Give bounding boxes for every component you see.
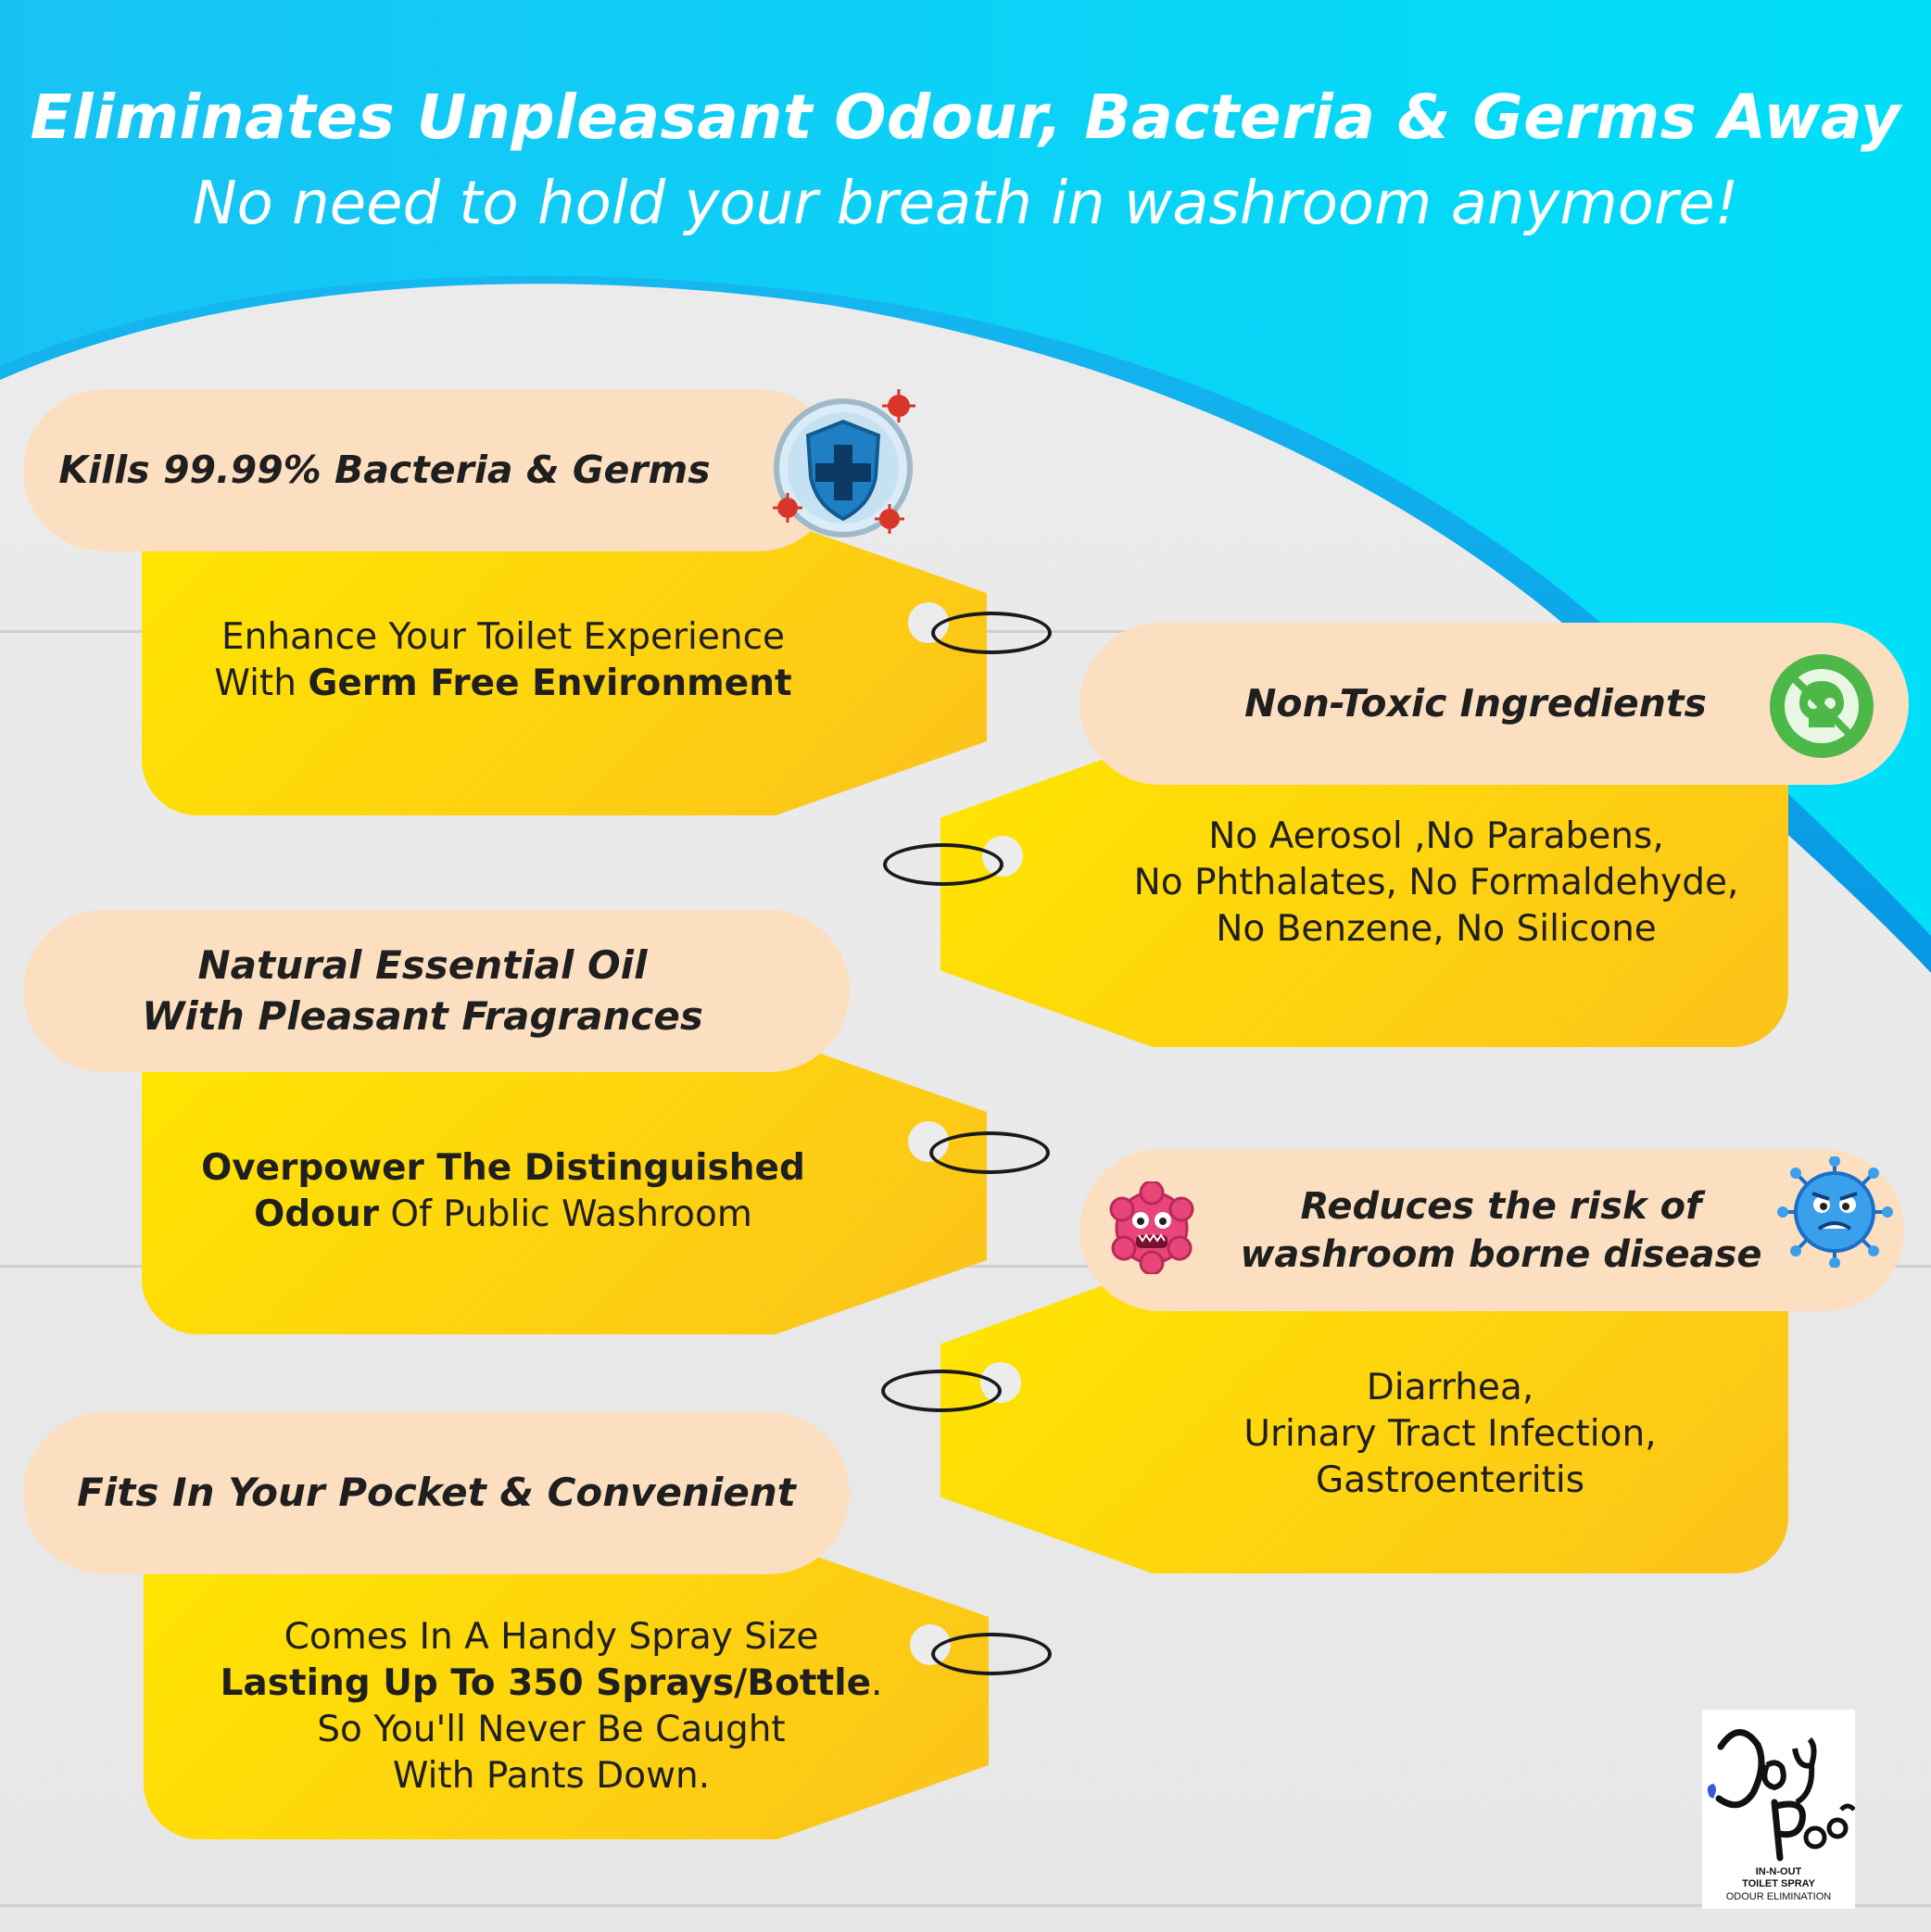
feature-description: Overpower The Distinguished Odour Of Pub… bbox=[142, 1145, 865, 1238]
desc-bold-text: Overpower The Distinguished bbox=[201, 1147, 805, 1189]
feature-heading: Reduces the risk of washroom borne disea… bbox=[1079, 1149, 1904, 1311]
tag-string-ring bbox=[881, 1370, 1002, 1412]
tag-body bbox=[142, 519, 987, 815]
feature-heading-text: Kills 99.99% Bacteria & Germs bbox=[58, 447, 711, 492]
plank-line bbox=[0, 1904, 1931, 1907]
desc-line: No Phthalates, No Formaldehyde, bbox=[1133, 862, 1739, 903]
feature-heading: Kills 99.99% Bacteria & Germs bbox=[23, 389, 839, 551]
desc-line: Enhance Your Toilet Experience bbox=[221, 616, 786, 658]
feature-heading-text: Fits In Your Pocket & Convenient bbox=[77, 1470, 796, 1516]
desc-line: No Benzene, No Silicone bbox=[1216, 908, 1657, 950]
desc-line: Diarrhea, bbox=[1366, 1367, 1534, 1408]
tag-string-ring bbox=[931, 1633, 1052, 1675]
feature-heading-text: With Pleasant Fragrances bbox=[142, 992, 703, 1039]
feature-description: Diarrhea, Urinary Tract Infection, Gastr… bbox=[1093, 1365, 1807, 1504]
logo-tagline: IN-N-OUT bbox=[1755, 1866, 1802, 1877]
tag-string-ring bbox=[883, 843, 1003, 886]
feature-description: Comes In A Handy Spray Size Lasting Up T… bbox=[176, 1614, 927, 1799]
tag-body bbox=[940, 741, 1788, 1047]
tag-body bbox=[940, 1268, 1788, 1573]
feature-description: No Aerosol ,No Parabens, No Phthalates, … bbox=[1079, 814, 1793, 953]
desc-line: So You'll Never Be Caught bbox=[317, 1709, 786, 1750]
desc-text: Of Public Washroom bbox=[378, 1193, 752, 1235]
feature-heading-text: Reduces the risk of bbox=[1300, 1184, 1702, 1228]
blue-virus-icon bbox=[1777, 1156, 1893, 1268]
feature-heading-text: Non-Toxic Ingredients bbox=[1244, 680, 1707, 726]
feature-heading: Natural Essential Oil With Pleasant Frag… bbox=[23, 910, 850, 1072]
sky-wave-background bbox=[0, 0, 1931, 973]
desc-text: . bbox=[871, 1662, 883, 1704]
brand-logo-mark bbox=[1707, 1729, 1855, 1862]
tag-body bbox=[144, 1543, 989, 1839]
feature-heading: Fits In Your Pocket & Convenient bbox=[23, 1412, 850, 1574]
tag-string-ring bbox=[929, 1131, 1050, 1174]
pink-germ-icon bbox=[1109, 1181, 1194, 1274]
desc-text: With bbox=[214, 663, 309, 704]
no-toxic-skull-icon bbox=[1770, 654, 1874, 758]
desc-line: Gastroenteritis bbox=[1315, 1459, 1585, 1501]
desc-line: With Pants Down. bbox=[392, 1755, 711, 1797]
desc-bold-text: Germ Free Environment bbox=[308, 663, 792, 704]
desc-bold-text: Odour bbox=[254, 1193, 379, 1235]
brand-logo: IN-N-OUT TOILET SPRAY ODOUR ELIMINATION bbox=[1702, 1710, 1855, 1909]
desc-line: Comes In A Handy Spray Size bbox=[284, 1616, 819, 1658]
tag-body bbox=[142, 1038, 987, 1334]
tag-string-ring bbox=[931, 612, 1052, 654]
desc-line: Urinary Tract Infection, bbox=[1243, 1413, 1657, 1455]
feature-heading-text: washroom borne disease bbox=[1240, 1232, 1762, 1276]
page-title: Eliminates Unpleasant Odour, Bacteria & … bbox=[30, 82, 1901, 153]
feature-heading-text: Natural Essential Oil bbox=[197, 941, 648, 988]
feature-description: Enhance Your Toilet Experience With Germ… bbox=[142, 614, 865, 707]
shield-with-bacteria-icon bbox=[773, 389, 915, 537]
logo-tagline: ODOUR ELIMINATION bbox=[1725, 1891, 1832, 1902]
desc-bold-text: Lasting Up To 350 Sprays/Bottle bbox=[220, 1662, 872, 1704]
logo-tagline: TOILET SPRAY bbox=[1742, 1878, 1815, 1889]
page-subtitle: No need to hold your breath in washroom … bbox=[192, 170, 1739, 238]
desc-line: No Aerosol ,No Parabens, bbox=[1208, 815, 1664, 857]
